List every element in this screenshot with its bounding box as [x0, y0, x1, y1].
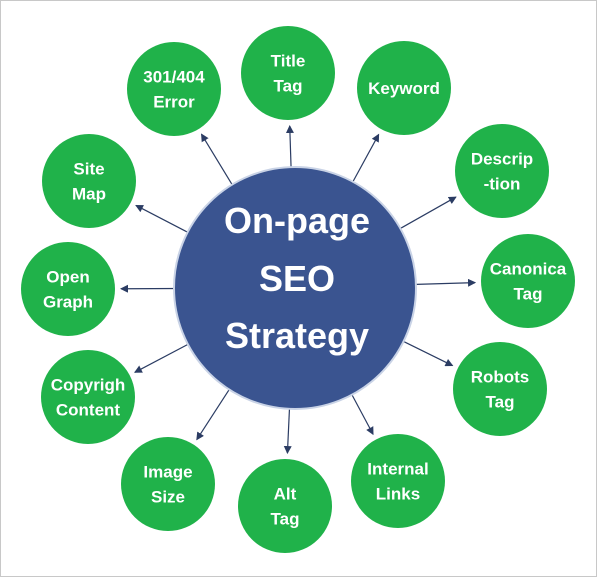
- node-label: Error: [153, 93, 195, 112]
- node-label: 301/404: [143, 68, 205, 87]
- node-label: Size: [151, 488, 185, 507]
- node-circle: [481, 234, 575, 328]
- arrow-to-description: [397, 197, 456, 230]
- node-circle: [455, 124, 549, 218]
- node-label: Keyword: [368, 79, 440, 98]
- node-circle: [121, 437, 215, 531]
- arrow-to-canonical-tag: [412, 283, 475, 285]
- node-label: Robots: [471, 368, 530, 387]
- node-label: Site: [73, 160, 104, 179]
- node-label: Open: [46, 268, 89, 287]
- node-label: Graph: [43, 293, 93, 312]
- node-keyword: Keyword: [357, 41, 451, 135]
- node-label: Internal: [367, 460, 428, 479]
- node-label: -tion: [484, 175, 521, 194]
- node-label: Content: [56, 401, 121, 420]
- node-label: Tag: [514, 285, 543, 304]
- node-circle: [241, 26, 335, 120]
- arrow-to-site-map: [136, 205, 191, 234]
- node-label: Alt: [274, 485, 297, 504]
- node-circle: [351, 434, 445, 528]
- arrow-to-alt-tag: [287, 405, 289, 453]
- node-label: Tag: [271, 510, 300, 529]
- node-circle: [127, 42, 221, 136]
- node-description: Descrip -tion: [455, 124, 549, 218]
- arrow-to-robots-tag: [400, 340, 453, 366]
- node-circle: [453, 342, 547, 436]
- hub-title-line: On-page: [224, 200, 370, 241]
- arrow-to-image-size: [197, 386, 232, 439]
- node-circle: [21, 242, 115, 336]
- node-label: Links: [376, 485, 420, 504]
- arrow-to-internal-links: [350, 391, 373, 434]
- node-label: Tag: [486, 393, 515, 412]
- node-label: Descrip: [471, 150, 533, 169]
- node-circle: [42, 134, 136, 228]
- hub-title-line: SEO: [259, 258, 335, 299]
- arrow-to-copyright-content: [135, 343, 192, 373]
- hub-title-line: Strategy: [225, 315, 369, 356]
- arrow-to-error-301-404: [202, 134, 235, 188]
- node-label: Copyrigh: [51, 376, 126, 395]
- node-label: Map: [72, 185, 106, 204]
- arrow-to-keyword: [351, 135, 379, 186]
- node-label: Canonica: [490, 260, 567, 279]
- node-circle: [41, 350, 135, 444]
- node-label: Title: [271, 52, 306, 71]
- node-circle: [238, 459, 332, 553]
- node-label: Image: [143, 463, 192, 482]
- node-label: Tag: [274, 77, 303, 96]
- arrow-to-title-tag: [290, 126, 291, 171]
